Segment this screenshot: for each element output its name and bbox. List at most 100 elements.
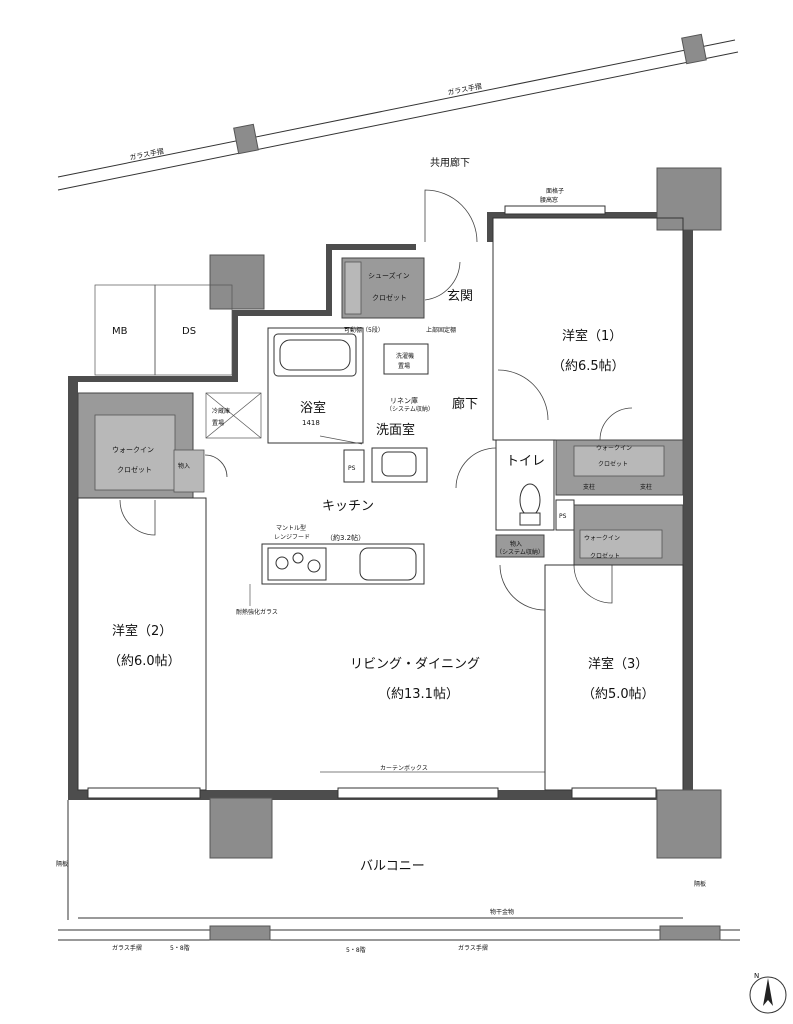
- bathroom: [267, 327, 364, 444]
- mantle-label-2: レンジフード: [274, 534, 310, 541]
- glass-rail-top-left-label: ガラス手摺: [129, 146, 165, 161]
- wic-r2-label-2: クロゼット: [590, 552, 620, 560]
- window-note-label: 腰高窓: [540, 196, 558, 204]
- storage-center-door: [499, 564, 546, 611]
- bath-size: 1418: [302, 419, 320, 427]
- partition-right-label: 隔板: [694, 880, 706, 888]
- toilet-door: [455, 447, 497, 489]
- toilet-tank: [519, 512, 541, 526]
- laundry-label-1: 洗濯機: [396, 352, 414, 360]
- storage-left-door: [204, 454, 228, 478]
- toilet-bowl: [519, 483, 541, 517]
- entrance-label: 玄関: [447, 289, 473, 304]
- shoes-in-label-1: シューズイン: [368, 271, 410, 280]
- wic-left-inner: [94, 414, 176, 491]
- toilet-room: [495, 439, 555, 531]
- column-top-right: [656, 167, 722, 231]
- storage-center: [495, 534, 545, 558]
- storage-center-note: （システム収納）: [496, 548, 544, 556]
- window-w2: [87, 787, 201, 799]
- fridge-diag-2: [205, 392, 262, 439]
- wic-r2-label-1: ウォークイン: [584, 534, 620, 542]
- western1-door: [497, 369, 549, 421]
- wic-right-2-door: [573, 564, 613, 604]
- window-w3: [571, 787, 657, 799]
- north-arrow: [749, 976, 787, 1014]
- ps2-label: PS: [559, 513, 567, 520]
- western1-closet-door: [599, 407, 633, 441]
- mb-ds-area: [94, 284, 233, 376]
- western3-size: （約5.0帖）: [582, 687, 655, 702]
- top-glass-railing: [57, 33, 739, 191]
- lattice-window: [504, 205, 606, 215]
- storage-left: [173, 449, 205, 493]
- wic-left-label-2: クロゼット: [117, 465, 152, 474]
- floors-left-label: 5・8階: [170, 944, 190, 952]
- kitchen-size: （約3.2帖）: [326, 533, 365, 542]
- shoes-in-label-2: クロゼット: [372, 293, 407, 302]
- laundry-area: [383, 343, 429, 375]
- kitchen-label: キッチン: [322, 499, 374, 514]
- movable-shelf-label: 可動棚（5段）: [344, 326, 384, 334]
- bathtub-inner: [279, 339, 351, 371]
- wic-right-1-inner: [573, 445, 665, 477]
- curtain-box-label: カーテンボックス: [380, 764, 428, 772]
- drying-rod-label: 物干金物: [490, 908, 514, 916]
- ps-box: [343, 449, 365, 483]
- living-size: （約13.1帖）: [378, 687, 459, 702]
- wic-left-label-1: ウォークイン: [112, 446, 154, 454]
- living-name: リビング・ダイニング: [350, 657, 480, 672]
- heat-glass-label: 耐熱強化ガラス: [236, 608, 278, 616]
- ps-label: PS: [348, 465, 356, 472]
- laundry-label-2: 置場: [398, 362, 410, 370]
- face-lattice-label: 面格子: [546, 187, 564, 195]
- linen-note: （システム収納）: [386, 405, 434, 413]
- fridge-space: [205, 392, 262, 439]
- western-room-2: [77, 497, 207, 791]
- mantle-label-1: マントル型: [276, 524, 306, 532]
- wic-r1-label-2: クロゼット: [598, 460, 628, 468]
- entrance-door: [424, 189, 478, 243]
- pillar-a-label: 支柱: [583, 483, 595, 491]
- western1-size: （約6.5帖）: [552, 359, 625, 374]
- glass-rail-bottom-left: ガラス手摺: [112, 944, 142, 952]
- north-label: N: [754, 972, 759, 980]
- wic-r1-label-1: ウォークイン: [596, 444, 632, 452]
- fridge-label-2: 置場: [212, 419, 224, 427]
- storage-center-label: 物入: [510, 540, 522, 548]
- balcony-label: バルコニー: [360, 859, 425, 874]
- upper-shelf-label: 上部固定棚: [426, 326, 456, 334]
- wash-basin-bowl: [381, 451, 417, 477]
- storage-left-label: 物入: [178, 462, 190, 470]
- pillar-b-label: 支柱: [640, 483, 652, 491]
- wic-left-door: [119, 499, 156, 536]
- bath-name: 浴室: [300, 400, 326, 416]
- washroom-label: 洗面室: [376, 422, 415, 438]
- burner-1: [275, 556, 289, 570]
- bath-door-line: [319, 435, 363, 445]
- western2-name: 洋室（2）: [112, 623, 172, 639]
- linen-label: リネン庫: [390, 396, 418, 405]
- partition-left-label: 隔板: [56, 860, 68, 868]
- wic-right-2-inner: [579, 529, 663, 559]
- window-living: [337, 787, 499, 799]
- floors-mid-label: 5・8階: [346, 946, 366, 954]
- western-room-3: [544, 564, 684, 791]
- glass-rail-bottom-right: ガラス手摺: [458, 944, 488, 952]
- western2-size: （約6.0帖）: [108, 654, 181, 669]
- shoes-door: [424, 261, 461, 301]
- mb-label: MB: [112, 326, 128, 337]
- kitchen-sink: [359, 547, 417, 581]
- common-corridor-label: 共用廊下: [430, 156, 470, 169]
- toilet-label: トイレ: [506, 454, 545, 469]
- hallway-label: 廊下: [452, 396, 478, 412]
- western3-name: 洋室（3）: [588, 656, 648, 672]
- burner-2: [292, 552, 304, 564]
- burner-3: [307, 559, 321, 573]
- fridge-label-1: 冷蔵庫: [212, 407, 230, 415]
- shoes-shelf: [344, 261, 362, 315]
- ds-label: DS: [182, 326, 196, 337]
- balcony-area: [58, 789, 740, 941]
- western1-name: 洋室（1）: [562, 328, 622, 344]
